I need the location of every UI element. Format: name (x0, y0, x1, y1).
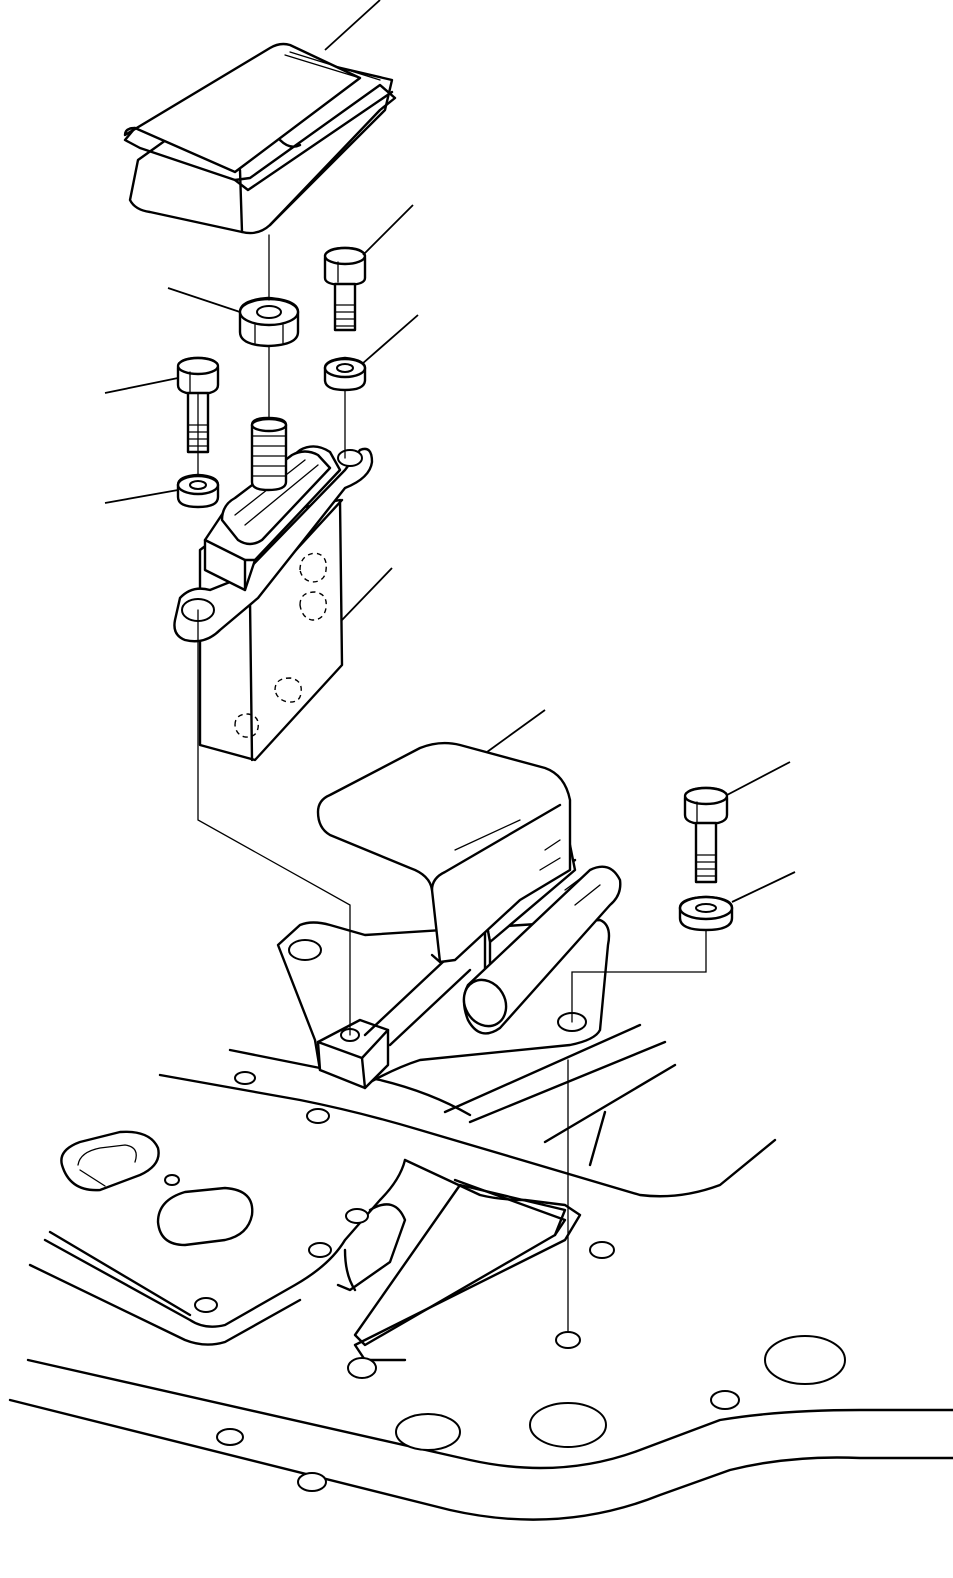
leader-switch-block (341, 567, 393, 621)
leader-rain-cover (324, 0, 381, 51)
right-bolt (323, 246, 367, 332)
upper-nut (238, 296, 300, 348)
right-washer (323, 356, 367, 392)
solenoid-bracket (276, 741, 622, 1090)
base-frame (8, 1023, 953, 1521)
leader-lower-washer (731, 871, 796, 903)
leader-right-washer (361, 314, 419, 365)
leader-upper-nut (167, 287, 241, 313)
leader-solenoid-bracket (486, 709, 546, 753)
lower-bolt (683, 786, 729, 884)
rain-cover (123, 42, 397, 235)
leader-lines (104, 0, 796, 903)
leader-lower-bolt (726, 761, 791, 796)
leader-left-bolt (104, 377, 179, 394)
left-washer (176, 473, 220, 509)
assembly-lines (197, 234, 707, 1333)
leader-left-washer (104, 489, 179, 504)
leader-right-bolt (362, 204, 414, 256)
switch-block (173, 416, 374, 762)
lower-washer (678, 895, 734, 932)
